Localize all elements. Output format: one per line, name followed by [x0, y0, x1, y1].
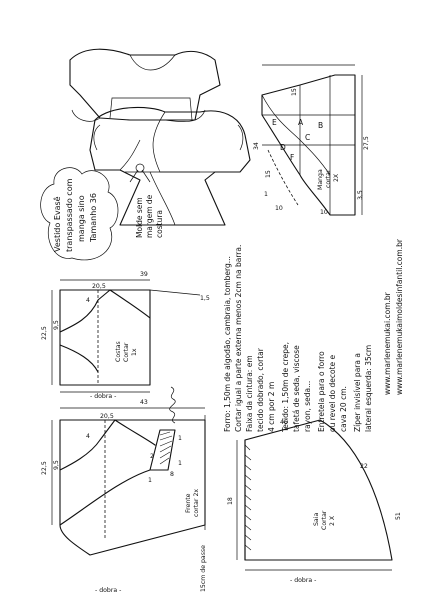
skirt-label-line2: Cortar — [321, 510, 328, 530]
front-dim-width-top: 20,5 — [100, 413, 114, 420]
sleeve-section-a: A — [298, 118, 304, 127]
sleeve-dim-c: 10 — [275, 205, 283, 212]
seam-note-line1: Molde sem — [135, 197, 144, 238]
back-label-line3: 1x — [131, 348, 138, 356]
title-line3: manga sino — [77, 195, 86, 242]
front-dim-height: 22,5 — [41, 461, 48, 475]
back-label-line1: Costas — [115, 341, 122, 362]
skirt-pattern: Saia Cortar 2 X - dobra - 18 46 22 51 — [227, 419, 402, 584]
sleeve-dim-e: 3,5 — [357, 190, 364, 200]
back-fold: - dobra - — [90, 393, 116, 400]
instr-line11: cava 20 cm. — [339, 386, 348, 432]
sleeve-dim-b: 15 — [291, 88, 298, 96]
instr-line5: 4 cm por 2 m — [267, 382, 276, 432]
seam-note-line3: costura — [155, 210, 164, 238]
sleeve-dim-d: 10 — [320, 209, 328, 216]
instr-line7: tafetá de seda, viscose — [292, 345, 301, 432]
instr-line3: Faixa da cintura: em — [245, 355, 254, 432]
front-dim-width: 43 — [140, 399, 148, 406]
title-line1: Vestido Evasê — [52, 196, 62, 252]
front-dim-dart-w: 2 — [150, 453, 154, 460]
sleeve-label-line1: Manga — [317, 169, 324, 190]
sleeve-dim-a: 15 — [265, 170, 272, 178]
sleeve-dim-height: 34 — [253, 142, 260, 150]
instructions-block: Forro: 1,50m de algodão, cambraia, tombe… — [223, 245, 373, 433]
skirt-dim-hip: 18 — [227, 497, 234, 505]
back-bodice-pattern: Costas Cortar 1x - dobra - 39 20,5 22,5 … — [41, 271, 210, 400]
back-dim-width-top: 20,5 — [92, 283, 106, 290]
sleeve-section-f: F — [290, 153, 294, 162]
front-label-line1: Frente — [185, 493, 192, 513]
instr-line10: ou revel do decote e — [328, 354, 337, 432]
title-line2: transpassado com — [65, 178, 74, 252]
skirt-dim-side: 22 — [360, 463, 368, 470]
instr-line8: rayon, seda... — [303, 381, 312, 432]
skirt-dim-slant: 46 — [280, 419, 288, 426]
dress-illustration — [69, 48, 251, 226]
instr-line6: Tecido: 1,50m de crepe, — [281, 342, 290, 433]
back-dim-height: 22,5 — [41, 326, 48, 340]
front-dim-h-small: 9,5 — [53, 460, 60, 470]
seam-note: Molde sem margem de costura — [135, 194, 164, 238]
front-bodice-pattern: Frente cortar 2x - dobra - 15cm de passe… — [41, 399, 207, 594]
back-label-line2: Cortar — [123, 342, 130, 362]
front-dim-mid-small: 8 — [170, 471, 174, 478]
sleeve-pattern: A B C D E F Manga cortar 2X 27,5 34 15 1… — [253, 64, 370, 216]
website-line2: www.marlenemukaimoldesinfantil.com.br — [395, 238, 404, 395]
sleeve-dim-f: 1 — [264, 191, 268, 198]
skirt-label-line3: 2 X — [329, 515, 336, 526]
website-block: www.marlenemukai.com.br www.marlenemukai… — [383, 238, 404, 395]
skirt-fold: - dobra - — [290, 577, 316, 584]
seam-note-line2: margem de — [145, 194, 154, 238]
front-dim-dart-mark: 1 — [178, 435, 182, 442]
sleeve-section-e: E — [272, 118, 277, 127]
back-dim-edge: 1,5 — [200, 295, 210, 302]
front-label-line2: cortar 2x — [193, 489, 200, 517]
sleeve-label-line2: cortar — [325, 169, 332, 188]
sleeve-section-c: C — [305, 133, 310, 142]
skirt-label-line1: Saia — [313, 513, 320, 526]
title-cloud: Vestido Evasê transpassado com manga sin… — [40, 167, 119, 261]
instr-line9: Entretela para o forro — [317, 351, 326, 432]
title-line4: Tamanho 36 — [89, 193, 98, 243]
instr-line1: Forro: 1,50m de algodão, cambraia, tombe… — [223, 256, 232, 432]
front-dim-dart-h: 1 — [148, 477, 152, 484]
front-fold: - dobra - — [95, 587, 121, 594]
back-dim-width: 39 — [140, 271, 148, 278]
sleeve-label-line3: 2X — [333, 173, 340, 182]
front-hem-note: 15cm de passe — [200, 545, 207, 592]
sleeve-section-d: D — [280, 143, 286, 152]
website-line1: www.marlenemukai.com.br — [383, 291, 392, 395]
signature — [169, 386, 176, 424]
back-dim-v-small: 4 — [86, 297, 90, 304]
sleeve-dim-top: 27,5 — [363, 136, 370, 150]
instr-line13: lateral esquerda: 35cm — [364, 345, 373, 432]
instr-line2: Cortar igual a parte externa menos 2cm n… — [234, 245, 243, 432]
front-dim-dart-mark2: 1 — [178, 460, 182, 467]
instr-line12: Zíper invisível para a — [353, 353, 362, 432]
sleeve-section-b: B — [318, 121, 323, 130]
skirt-dim-width: 51 — [395, 512, 402, 520]
instr-line4: tecido dobrado, cortar — [256, 347, 265, 432]
back-dim-h-small: 9,5 — [53, 320, 60, 330]
front-dim-v-small: 4 — [86, 433, 90, 440]
